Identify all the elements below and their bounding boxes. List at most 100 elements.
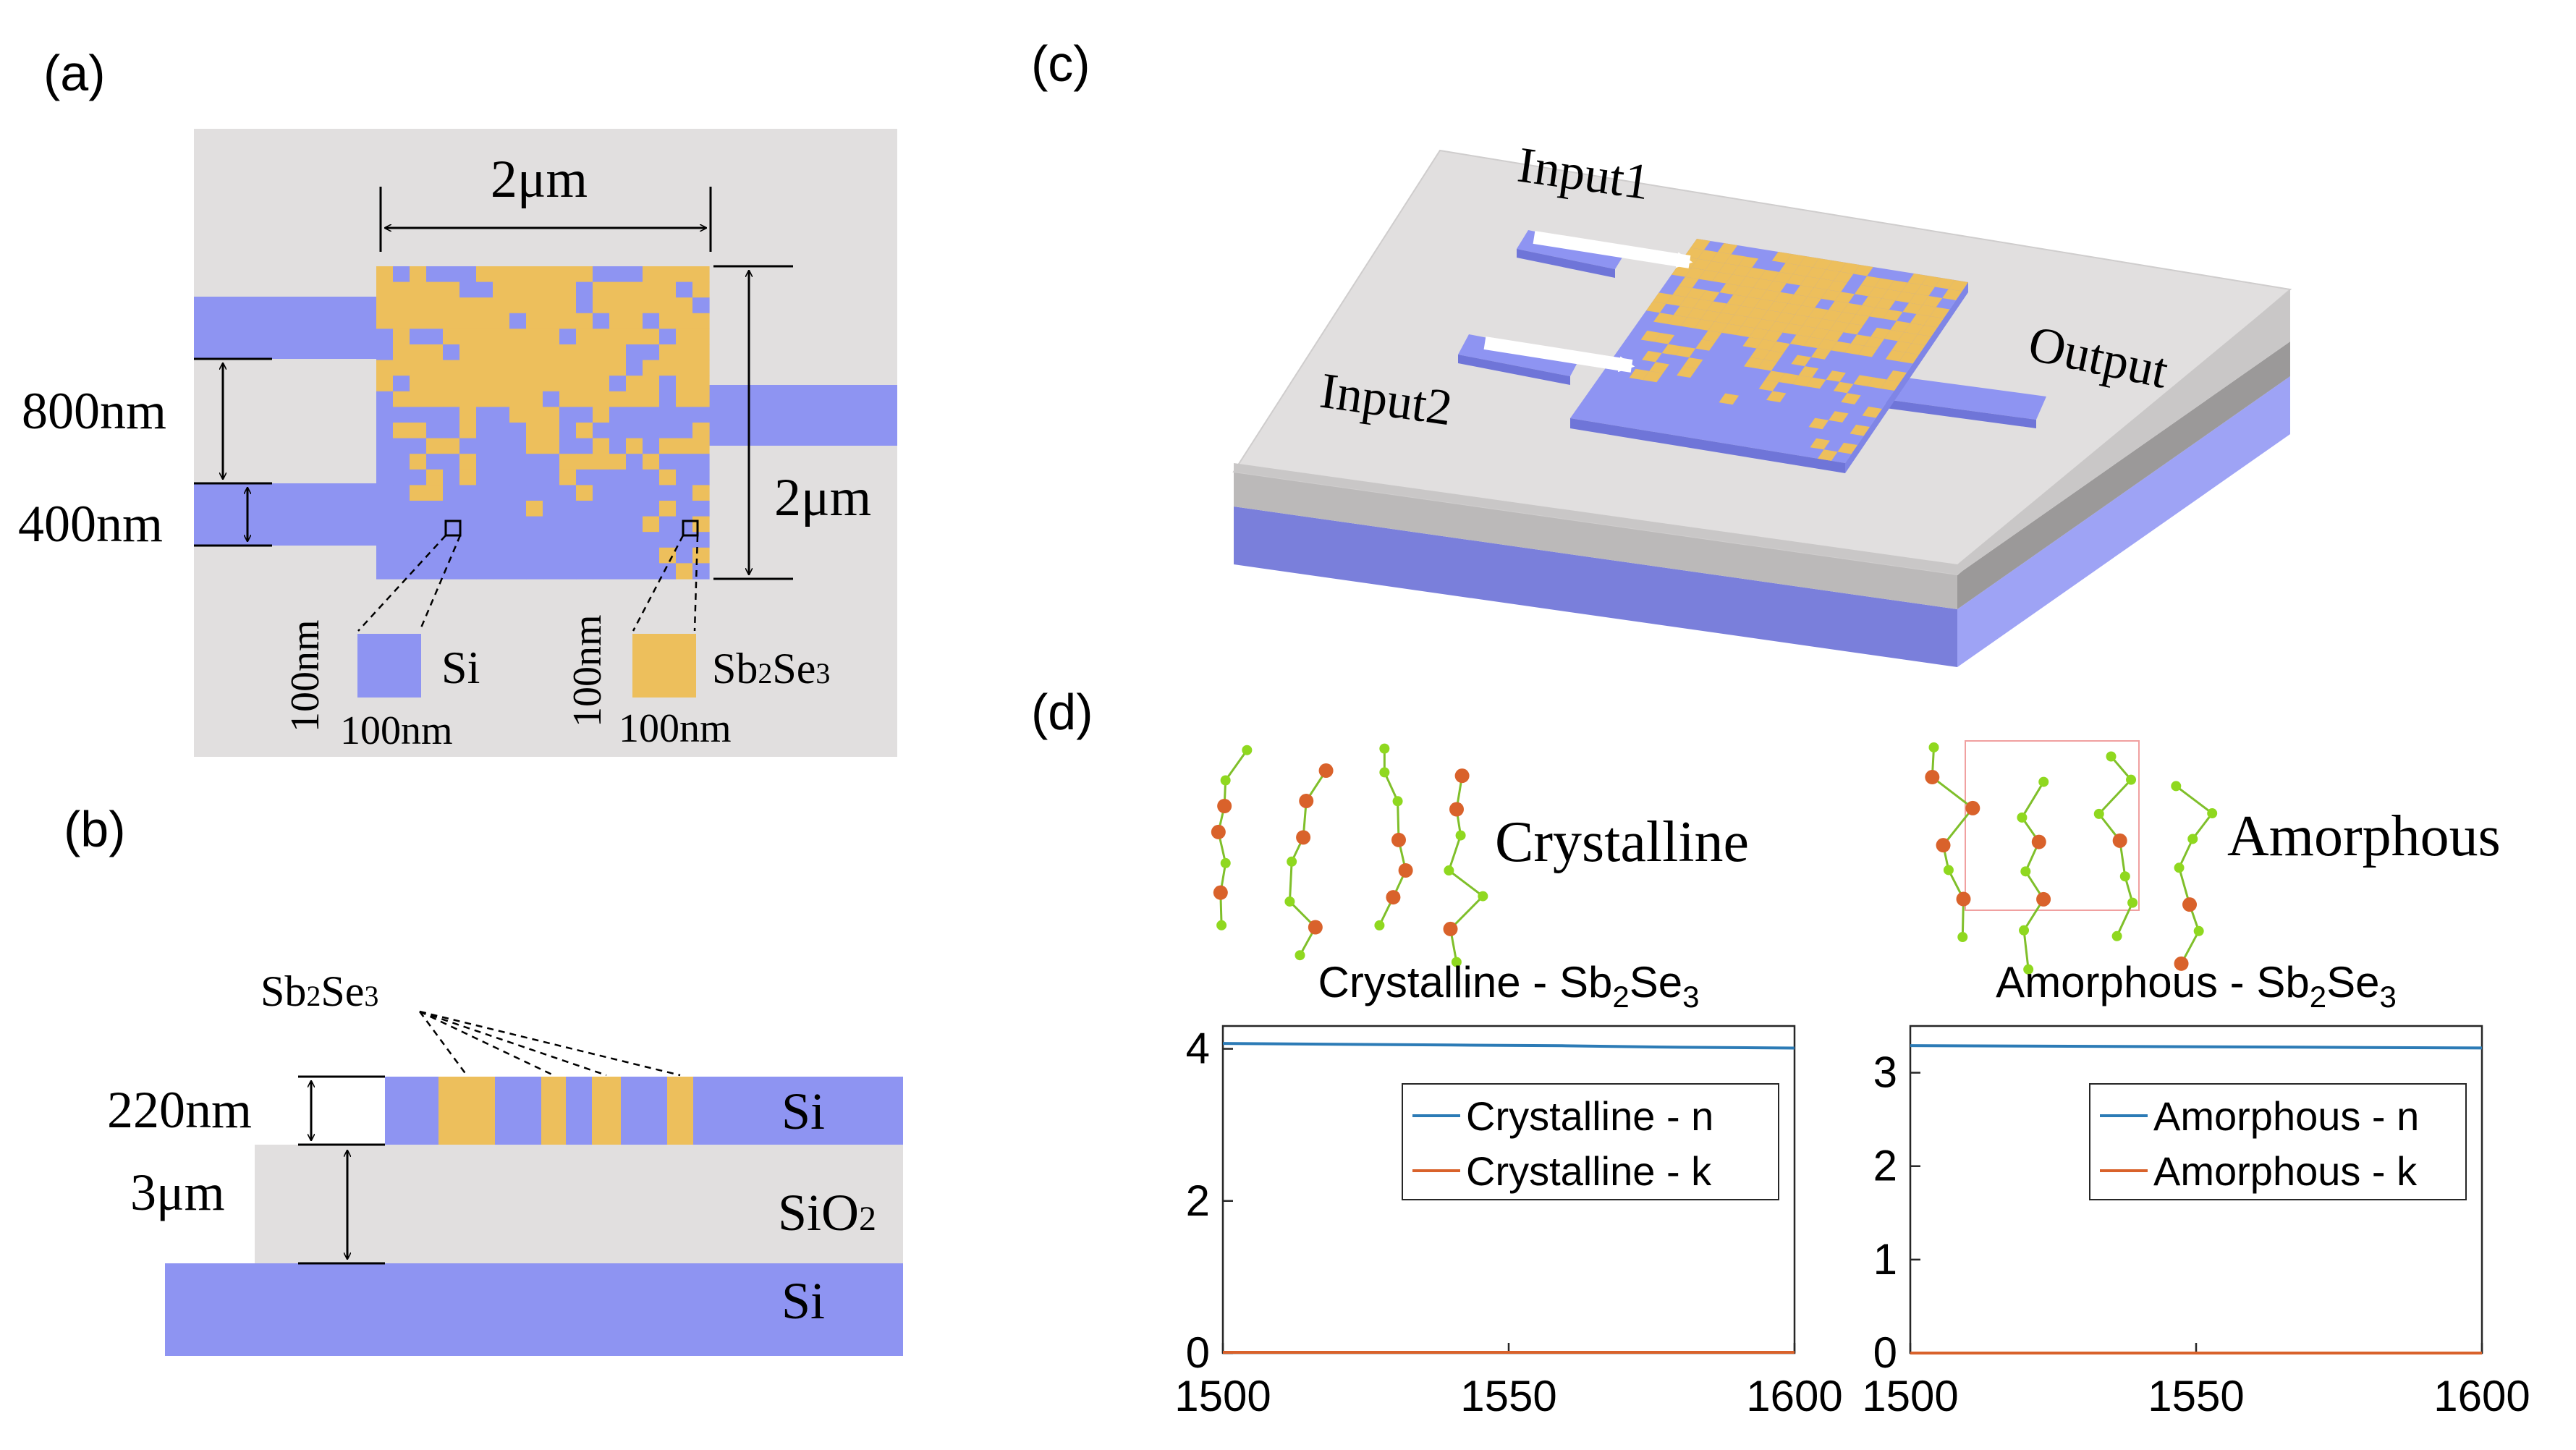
pattern-pixel [443,407,460,423]
pattern-pixel [576,501,593,517]
pattern-pixel [559,328,577,345]
pattern-pixel [493,391,510,407]
pattern-pixel [559,281,577,298]
pattern-pixel [509,344,527,361]
pattern-pixel [576,532,593,548]
amorphous-legend-label: Amorphous - k [2153,1148,2418,1194]
pattern-pixel [509,376,527,392]
pattern-pixel [626,328,643,345]
c-pattern-pixel [1850,334,1871,346]
pattern-pixel [659,266,677,283]
c-pattern-pixel [1792,265,1813,276]
pattern-pixel [593,313,610,329]
pattern-pixel [509,266,527,283]
c-pattern-pixel [1853,375,1873,386]
c-pattern-pixel [1742,336,1763,349]
pattern-pixel [509,407,527,423]
sb2se3-pixel-marker [682,520,699,537]
pattern-pixel [493,516,510,533]
pattern-pixel [376,454,394,470]
pattern-pixel [426,532,444,548]
pattern-pixel [493,438,510,454]
pattern-pixel [459,454,477,470]
pattern-pixel [676,547,693,564]
sb-atom [2112,833,2127,848]
pattern-pixel [526,328,543,345]
c-pattern-pixel [1874,278,1894,289]
pattern-pixel [593,344,610,361]
c-pattern-pixel [1654,333,1675,344]
pattern-pixel [426,281,444,298]
pattern-pixel [659,423,677,439]
c-pattern-pixel [1858,345,1878,357]
pattern-pixel [410,407,427,423]
pattern-pixel [393,297,410,314]
pattern-pixel [459,407,477,423]
c-pattern-pixel [1766,281,1787,292]
pattern-pixel [426,266,444,283]
stripe-callout-4 [419,1010,681,1077]
pattern-pixel [376,376,394,392]
pattern-pixel [459,485,477,501]
pattern-pixel [426,328,444,345]
c-pattern-pixel [1868,287,1889,299]
pattern-pixel [543,313,560,329]
se-atom [2193,925,2204,936]
pattern-pixel [559,501,577,517]
c-pattern-pixel [1747,308,1768,320]
c-pattern-pixel [1826,260,1847,272]
pattern-pixel [376,438,394,454]
pattern-pixel [509,454,527,470]
amorphous-caption: Amorphous [2227,805,2501,868]
panel-a: (a) 2μm 2μm 800nm 400nm Si Sb2Se [18,45,897,757]
pattern-pixel [393,547,410,564]
pattern-pixel [643,516,660,533]
sb-atom [1318,763,1334,779]
pattern-pixel [476,391,493,407]
pattern-pixel [626,360,643,376]
pattern-pixel [626,563,643,580]
si-callout-line-left [357,535,446,632]
c-pattern-pixel [1735,326,1755,337]
pattern-pixel [543,281,560,298]
pattern-pixel [576,485,593,501]
pattern-pixel [576,297,593,314]
c-pattern-pixel [1691,258,1712,271]
se-atom [1957,932,1968,943]
pattern-pixel [493,547,510,564]
pattern-pixel [459,360,477,376]
bond [2178,838,2194,868]
pattern-pixel [410,423,427,439]
c-pattern-pixel [1690,239,1711,250]
pattern-pixel [426,516,444,533]
crystalline-xtick-label: 1500 [1174,1372,1271,1420]
pattern-pixel [609,266,627,283]
amorphous-ytick-label: 2 [1873,1142,1897,1190]
bond [2110,755,2132,781]
c-pattern-pixel [1738,256,1759,268]
c-pattern-pixel [1677,366,1697,378]
crystalline-structure-image [1211,743,1488,967]
pattern-pixel [643,501,660,517]
c-pattern-pixel [1652,292,1673,304]
pattern-pixel [643,313,660,329]
sb-callout-line-left [632,535,685,632]
c-pattern-pixel [1923,315,1944,328]
pattern-pixel [559,407,577,423]
pattern-pixel [543,532,560,548]
bond [2098,779,2132,815]
c-pattern-pixel [1806,377,1826,389]
c-pattern-pixel [1795,305,1816,317]
sb-atom [1211,824,1226,839]
pattern-pixel [676,281,693,298]
pattern-pixel [459,563,477,580]
c-pattern-pixel [1918,325,1938,336]
c-pattern-pixel [1694,319,1715,331]
pattern-pixel [676,344,693,361]
gap-label: 800nm [22,382,166,440]
pattern-pixel [543,266,560,283]
c-device-side [1845,282,1968,473]
pattern-pixel [643,469,660,486]
pattern-pixel [410,485,427,501]
se-atom [1220,857,1231,868]
